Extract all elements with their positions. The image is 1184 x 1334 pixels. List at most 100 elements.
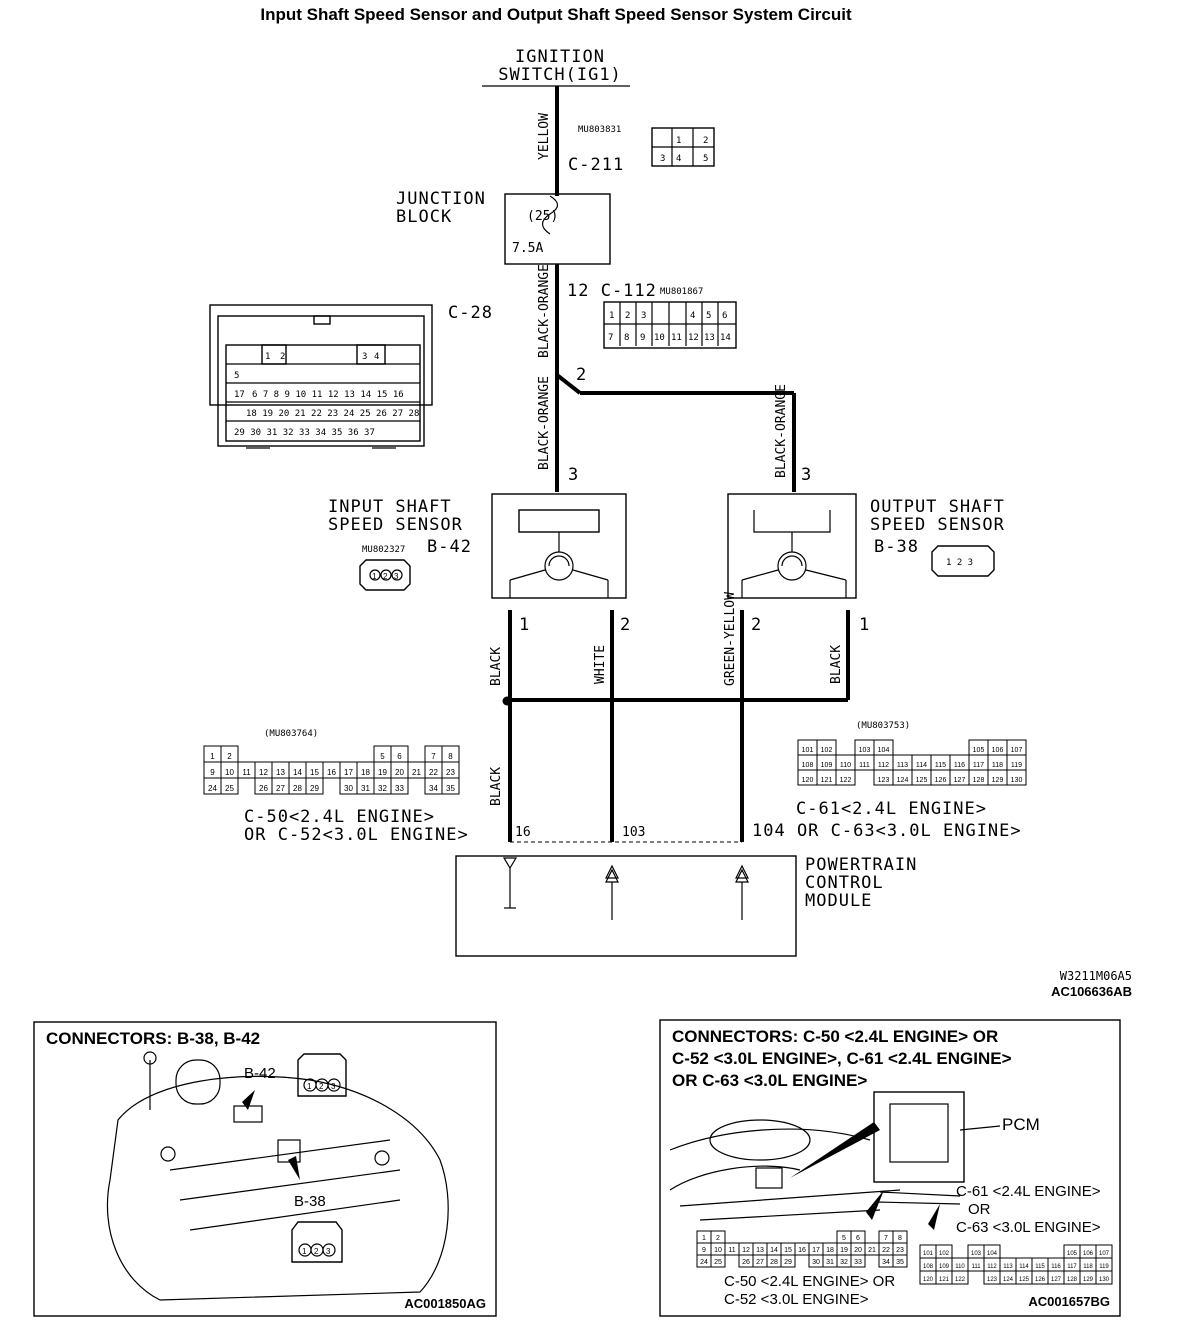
pin-cell: [390, 777, 409, 795]
pin-number: 9: [210, 768, 215, 777]
pin-number: 130: [1011, 777, 1023, 784]
pin-number: 22: [429, 768, 438, 777]
isss-pin-3: 3: [568, 465, 579, 485]
pin-number: 106: [992, 747, 1004, 754]
pin-number: 19: [378, 768, 387, 777]
wire-label-green-yellow: GREEN-YELLOW: [723, 592, 738, 686]
pin-number: 21: [412, 768, 421, 777]
pin-number: 25: [714, 1259, 722, 1266]
input-shaft-speed-sensor: [491, 493, 627, 599]
pin-number: 107: [1099, 1251, 1110, 1257]
pin-number: 14: [293, 768, 302, 777]
pin-number: 12: [742, 1247, 750, 1254]
pin-number: 11: [728, 1247, 735, 1254]
c28-label: C-28: [448, 303, 493, 323]
pin-number: 20: [395, 768, 404, 777]
pin-number: 128: [1067, 1277, 1078, 1283]
pin-number: 108: [923, 1264, 934, 1270]
panel-left-b42-pin-2: 2: [319, 1082, 324, 1091]
osss-pin-1: 1: [859, 615, 870, 635]
pin-number: 107: [1011, 747, 1023, 754]
pin-number: 5: [380, 752, 385, 761]
pin-number: 129: [1083, 1277, 1094, 1283]
pin-number: 103: [971, 1251, 982, 1257]
isss-label-2: SPEED SENSOR: [328, 515, 463, 535]
svg-text:1: 1: [372, 572, 377, 581]
svg-text:7: 7: [608, 333, 613, 343]
svg-text:14: 14: [720, 333, 731, 343]
c61-label: C-61<2.4L ENGINE>: [796, 799, 987, 819]
pin-number: 6: [856, 1235, 860, 1242]
pcm-label-1: POWERTRAIN: [805, 855, 917, 875]
panel-left-b38-pin-1: 1: [302, 1247, 307, 1256]
panel-right-or: OR: [968, 1201, 991, 1218]
svg-text:1: 1: [676, 136, 681, 146]
isss-pin-1: 1: [519, 615, 530, 635]
panel-right-title-2: C-52 <3.0L ENGINE>, C-61 <2.4L ENGINE>: [672, 1049, 1012, 1068]
pin-number: 26: [742, 1259, 750, 1266]
pin-number: 114: [1019, 1264, 1029, 1270]
pin-number: 24: [208, 784, 217, 793]
panel-left-b42-pin-1: 1: [307, 1082, 312, 1091]
wire-label-bo-2: BLACK-ORANGE: [537, 376, 552, 470]
pin-number: 130: [1099, 1277, 1110, 1283]
pin-number: 35: [896, 1259, 904, 1266]
pin-number: 32: [378, 784, 387, 793]
wire-label-black-2: BLACK: [829, 645, 844, 684]
pin-number: 18: [361, 768, 370, 777]
svg-text:2: 2: [703, 136, 708, 146]
panel-left-b38-pin-2: 2: [314, 1247, 319, 1256]
pin-number: 101: [923, 1251, 934, 1257]
pin-number: 106: [1083, 1251, 1094, 1257]
pin-number: 5: [842, 1235, 846, 1242]
pin-number: 13: [756, 1247, 764, 1254]
pin-number: 118: [992, 762, 1003, 769]
pin-cell: [710, 1254, 726, 1268]
svg-text:9: 9: [640, 333, 645, 343]
pin-number: 121: [939, 1277, 950, 1283]
svg-text:3: 3: [362, 352, 367, 362]
pin-number: 127: [1051, 1277, 1062, 1283]
pin-number: 16: [798, 1247, 806, 1254]
pin-cell: [780, 1254, 796, 1268]
svg-text:5: 5: [703, 154, 708, 164]
pin-number: 112: [878, 762, 889, 769]
panel-right-c61: C-61 <2.4L ENGINE>: [956, 1183, 1101, 1200]
svg-text:1 2 3: 1 2 3: [946, 558, 973, 568]
pin-cell: [835, 769, 856, 786]
pin-number: 129: [992, 777, 1004, 784]
pin-number: 117: [973, 762, 984, 769]
pin-cell: [850, 1254, 866, 1268]
pin-number: 13: [276, 768, 285, 777]
pcm-label-2: CONTROL: [805, 873, 884, 893]
pin-number: 115: [1035, 1264, 1045, 1270]
panel-right-c50: C-50 <2.4L ENGINE> OR: [724, 1273, 895, 1290]
pin-number: 18: [826, 1247, 834, 1254]
svg-text:18 19 20 21 22 23 24 25 26 27: 18 19 20 21 22 23 24 25 26 27 28: [246, 409, 419, 419]
panel-right-pcm: PCM: [1002, 1115, 1040, 1134]
pin-cell: [1095, 1270, 1113, 1285]
pin-number: 28: [293, 784, 302, 793]
pin-number: 10: [714, 1247, 722, 1254]
pin-number: 33: [854, 1259, 862, 1266]
pcm-pin-103: 103: [622, 825, 645, 840]
wire-splice-jog: [555, 373, 582, 395]
pin-number: 125: [1019, 1277, 1030, 1283]
pin-number: 124: [1003, 1277, 1014, 1283]
pin-number: 123: [987, 1277, 998, 1283]
pin-number: 105: [973, 747, 985, 754]
panel-right-c63: C-63 <3.0L ENGINE>: [956, 1219, 1101, 1236]
svg-text:12: 12: [688, 333, 699, 343]
pin-number: 114: [916, 762, 927, 769]
pin-number: 124: [897, 777, 909, 784]
pin-number: 25: [225, 784, 234, 793]
pin-number: 34: [882, 1259, 890, 1266]
pin-number: 113: [1003, 1264, 1013, 1270]
pin-number: 17: [812, 1247, 820, 1254]
pin-number: 15: [310, 768, 319, 777]
pin-number: 29: [784, 1259, 792, 1266]
